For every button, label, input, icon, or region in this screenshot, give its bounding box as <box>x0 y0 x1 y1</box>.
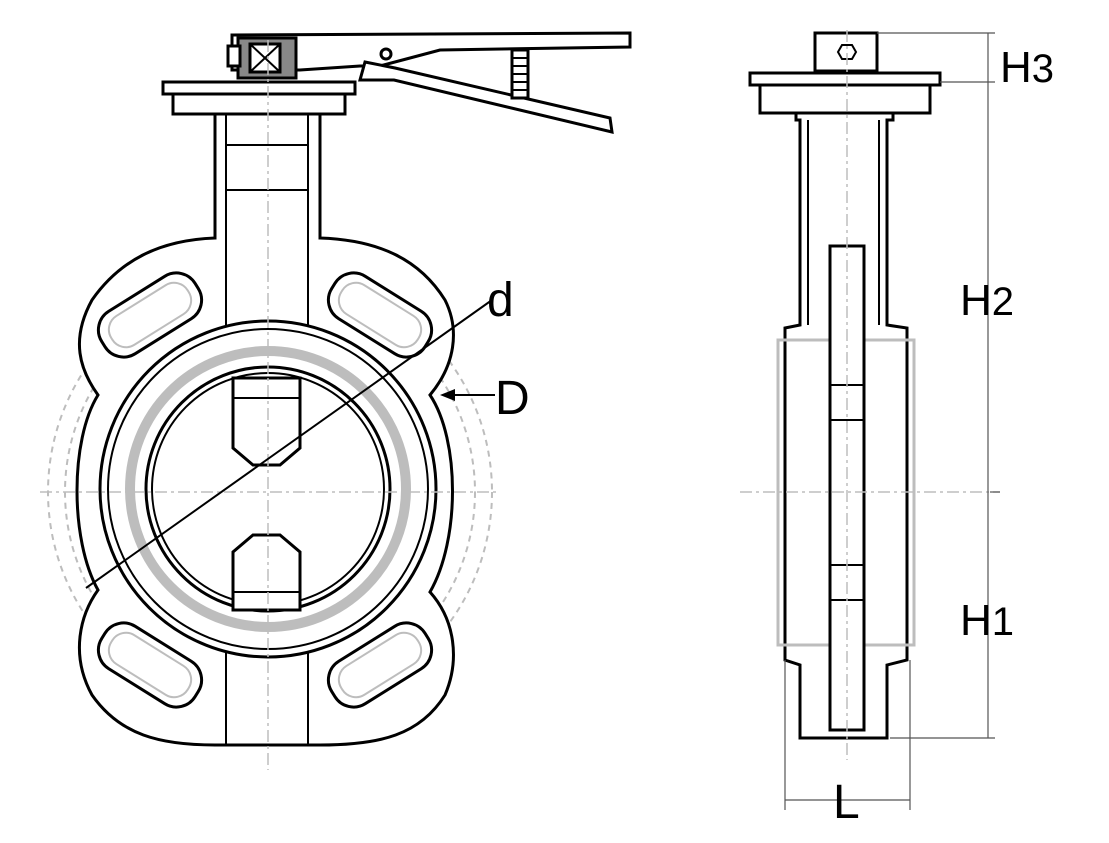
side-top-flange <box>748 71 942 87</box>
neck-details <box>225 114 309 745</box>
side-neck-inner <box>807 120 880 325</box>
diameter-D-arrow <box>440 389 455 401</box>
front-centerlines <box>40 40 500 770</box>
bolt-slots <box>96 271 434 709</box>
top-flange <box>161 80 357 96</box>
side-view: H3 H2 H1 L <box>740 30 1054 829</box>
diameter-d-line <box>85 299 493 589</box>
width-dimension <box>784 660 911 810</box>
label-H1: H1 <box>960 596 1014 645</box>
bolt-slot-inner <box>107 281 423 699</box>
height-dimensions <box>877 32 1000 739</box>
front-view: d D <box>40 31 632 770</box>
handle-lever <box>230 31 632 134</box>
label-D: D <box>495 372 530 425</box>
label-H2: H2 <box>960 276 1014 325</box>
handle-hub <box>226 36 298 80</box>
top-flange-pad <box>171 92 347 116</box>
label-H3: H3 <box>1000 43 1054 92</box>
stem-hex-icon <box>836 44 858 60</box>
side-top-flange-pad <box>758 83 932 115</box>
label-L: L <box>833 776 860 829</box>
label-d: d <box>487 274 514 327</box>
disc-bosses <box>231 376 302 612</box>
